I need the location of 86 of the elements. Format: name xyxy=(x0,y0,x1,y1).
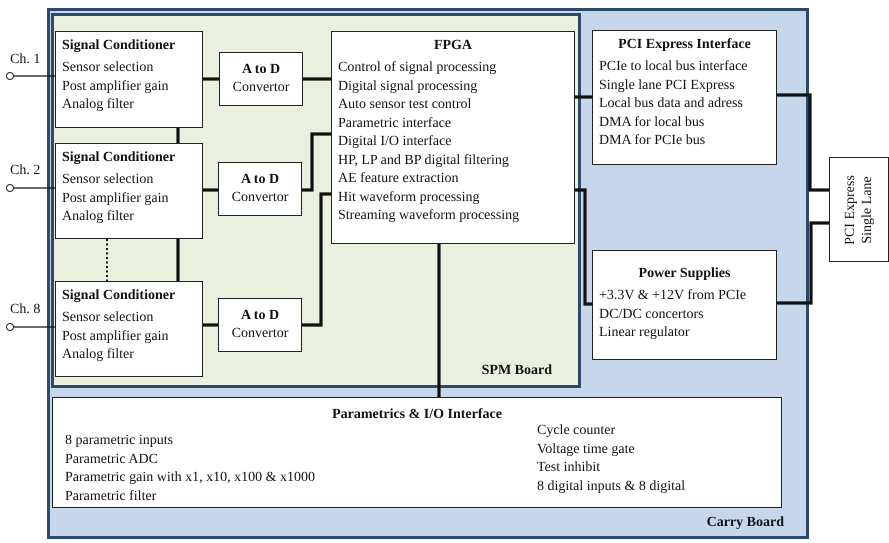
block-box xyxy=(219,52,303,106)
connector-line xyxy=(14,326,55,328)
block-text: Digital signal processing xyxy=(338,78,478,96)
block-text: Post amplifier gain xyxy=(62,190,170,208)
input-terminal xyxy=(6,323,14,331)
block-text: Sensor selection xyxy=(62,171,154,189)
connector-line xyxy=(176,239,180,281)
block-box xyxy=(592,250,777,360)
block-text: Convertor xyxy=(230,325,290,343)
block-box xyxy=(52,397,782,508)
block-box xyxy=(592,30,777,165)
block-box xyxy=(218,162,302,216)
block-text: Single lane PCI Express xyxy=(599,76,736,94)
connector-line xyxy=(14,75,55,77)
dotted-line xyxy=(106,239,108,281)
block-text: Post amplifier gain xyxy=(62,78,170,96)
block-text: Voltage time gate xyxy=(537,440,636,458)
block-box xyxy=(55,31,203,128)
block-text: Post amplifier gain xyxy=(62,328,170,346)
block-text: Control of signal processing xyxy=(338,59,498,77)
connector-line xyxy=(437,244,441,397)
block-text: Convertor xyxy=(232,79,290,97)
connector-line xyxy=(203,323,218,327)
block-text: Parametric interface xyxy=(338,114,452,132)
block-title: PCI Express Interface xyxy=(617,36,752,54)
board-panel xyxy=(47,8,809,539)
block-text: Linear regulator xyxy=(599,324,691,342)
block-title: Power Supplies xyxy=(638,265,732,283)
block-text: Hit waveform processing xyxy=(338,188,481,206)
box-label: PCI Express Single Lane xyxy=(842,174,876,246)
block-box xyxy=(331,31,575,244)
block-text: Digital I/O interface xyxy=(338,133,453,151)
channel-label: Ch. 1 xyxy=(10,52,40,68)
input-terminal xyxy=(6,72,14,80)
block-title: A to D xyxy=(240,171,280,189)
block-text: Test inhibit xyxy=(537,459,602,477)
connector-box xyxy=(829,157,889,262)
channel-label: Ch. 8 xyxy=(10,302,40,318)
block-text: PCIe to local bus interface xyxy=(599,58,749,76)
connector-line xyxy=(203,77,219,81)
board-label: Carry Board xyxy=(706,515,784,531)
block-text: Parametric ADC xyxy=(65,450,159,468)
block-text: 8 parametric inputs xyxy=(65,432,174,450)
block-text: Analog filter xyxy=(62,208,135,226)
block-text: Analog filter xyxy=(62,346,135,364)
connector-line xyxy=(302,192,331,327)
block-title: A to D xyxy=(240,61,282,79)
connector-line xyxy=(303,77,331,81)
connector-line xyxy=(575,188,592,306)
block-title: FPGA xyxy=(432,37,474,55)
block-title: Signal Conditioner xyxy=(62,287,176,305)
connector-line xyxy=(302,132,331,192)
block-box xyxy=(55,143,203,239)
connector-line xyxy=(777,221,829,305)
block-box xyxy=(55,281,203,377)
block-text: Auto sensor test control xyxy=(338,96,472,114)
block-text: Cycle counter xyxy=(537,422,616,440)
channel-label: Ch. 2 xyxy=(10,163,40,179)
block-title: Parametrics & I/O Interface xyxy=(331,406,503,424)
connector-line xyxy=(777,93,829,192)
block-text: Streaming waveform processing xyxy=(338,207,520,225)
block-text: 8 digital inputs & 8 digital xyxy=(537,478,686,496)
block-title: A to D xyxy=(240,307,280,325)
block-text: Parametric filter xyxy=(65,488,158,506)
connector-line xyxy=(203,188,218,192)
block-text: DMA for local bus xyxy=(599,114,706,132)
block-title: Signal Conditioner xyxy=(62,37,176,55)
block-text: Sensor selection xyxy=(62,59,154,77)
block-text: DC/DC concertors xyxy=(599,306,705,324)
block-title: Signal Conditioner xyxy=(62,149,176,167)
block-text: AE feature extraction xyxy=(338,170,460,188)
block-box xyxy=(218,298,302,352)
block-text: Convertor xyxy=(230,189,290,207)
input-terminal xyxy=(6,184,14,192)
block-text: HP, LP and BP digital filtering xyxy=(338,152,510,170)
block-text: Sensor selection xyxy=(62,309,154,327)
board-label: SPM Board xyxy=(482,363,552,379)
board-panel xyxy=(51,13,581,388)
block-text: Analog filter xyxy=(62,96,135,114)
block-text: Local bus data and adress xyxy=(599,95,744,113)
connector-line xyxy=(575,95,592,99)
block-text: +3.3V & +12V from PCIe xyxy=(599,287,748,305)
block-text: DMA for PCIe bus xyxy=(599,132,706,150)
connector-line xyxy=(14,187,55,189)
block-text: Parametric gain with x1, x10, x100 & x1000 xyxy=(65,469,316,487)
connector-line xyxy=(176,128,180,143)
